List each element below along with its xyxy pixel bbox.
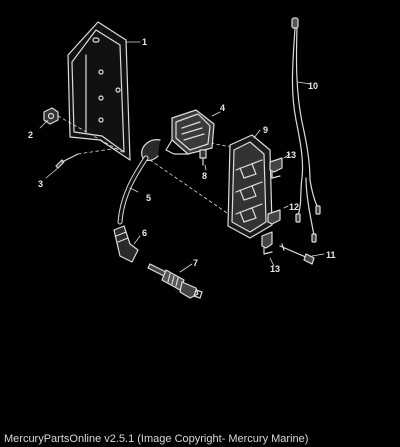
ignition-coil-drawing bbox=[165, 109, 215, 155]
callout-13-lower: 13 bbox=[270, 264, 280, 274]
clip-lower-drawing bbox=[261, 231, 273, 255]
exploded-parts-diagram: 1 2 3 4 5 6 7 8 9 10 11 12 13 13 bbox=[28, 17, 336, 299]
wire-harness-drawing bbox=[291, 17, 321, 243]
screw-drawing bbox=[55, 153, 79, 169]
callout-3: 3 bbox=[38, 179, 43, 189]
callout-5: 5 bbox=[146, 193, 151, 203]
bolt-drawing bbox=[279, 243, 315, 265]
callout-13-upper: 13 bbox=[286, 150, 296, 160]
clip-drawing bbox=[267, 209, 281, 225]
callout-10: 10 bbox=[308, 81, 318, 91]
clip-upper-drawing bbox=[269, 157, 283, 179]
callout-12: 12 bbox=[289, 202, 299, 212]
spark-plug-drawing bbox=[147, 263, 203, 299]
callout-8: 8 bbox=[202, 171, 207, 181]
callout-6: 6 bbox=[142, 228, 147, 238]
callout-11: 11 bbox=[326, 250, 336, 260]
callout-7: 7 bbox=[193, 258, 198, 268]
callout-9: 9 bbox=[263, 125, 268, 135]
coil-screw-drawing bbox=[199, 149, 207, 166]
spark-plug-boot-drawing bbox=[113, 225, 139, 263]
callout-4: 4 bbox=[220, 103, 225, 113]
callout-1: 1 bbox=[142, 37, 147, 47]
copyright-caption: MercuryPartsOnline v2.5.1 (Image Copyrig… bbox=[4, 433, 309, 445]
mounting-bracket-drawing bbox=[67, 21, 131, 161]
high-tension-lead-drawing bbox=[117, 139, 161, 225]
callout-2: 2 bbox=[28, 130, 33, 140]
coil-plate-drawing bbox=[227, 134, 273, 239]
